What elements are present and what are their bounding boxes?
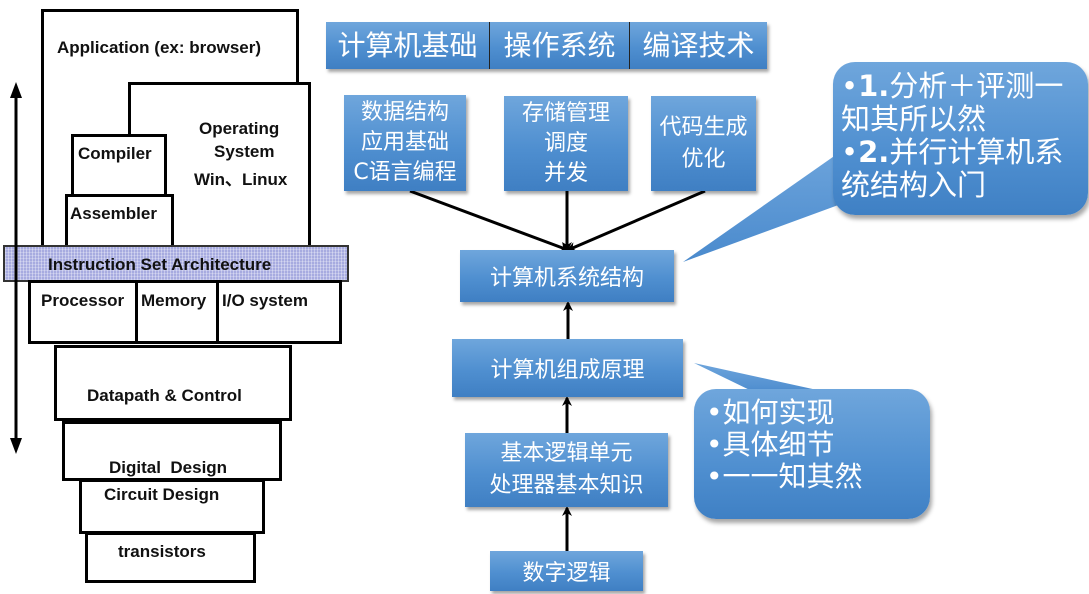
course-box-data-structures: 数据结构 应用基础 C语言编程 <box>344 95 466 191</box>
datapath-box: Datapath & Control <box>54 345 292 421</box>
course-box-storage: 存储管理 调度 并发 <box>504 96 628 191</box>
top-course-bar: 计算机基础 操作系统 编译技术 <box>326 22 767 69</box>
logic-line: 处理器基本知识 <box>489 473 644 498</box>
callout-line: •1.分析＋评测一 <box>841 70 1088 103</box>
callout-line: 统结构入门 <box>841 169 1088 202</box>
application-label: Application (ex: browser) <box>57 38 262 57</box>
course-line: 存储管理 <box>521 100 610 126</box>
callout-line: •2.并行计算机系 <box>841 136 1088 169</box>
abstraction-double-arrow <box>10 82 22 454</box>
digital-design-label: Digital Design <box>109 458 228 477</box>
os-label-2: System <box>214 142 275 161</box>
arrow-compiler-to-architecture <box>566 189 706 252</box>
compiler-label: Compiler <box>78 144 152 163</box>
circuit-design-box: Circuit Design <box>79 479 265 534</box>
arrow-ds-to-architecture <box>409 189 570 252</box>
item-number: 2. <box>858 135 890 169</box>
logic-units-box: 基本逻辑单元 处理器基本知识 <box>465 433 668 507</box>
course-line: 并发 <box>543 160 588 186</box>
os-label-1: Operating <box>199 119 280 138</box>
digital-logic-box: 数字逻辑 <box>490 551 643 591</box>
io-system-label: I/O system <box>222 291 308 310</box>
callout-line: •具体细节 <box>706 428 835 461</box>
isa-bar: Instruction Set Architecture <box>3 245 349 282</box>
transistors-box: transistors <box>85 532 256 583</box>
course-line: C语言编程 <box>353 160 457 185</box>
os-label-3: Win、Linux <box>194 170 288 189</box>
top-bar-item-computer-basics: 计算机基础 <box>326 22 490 69</box>
datapath-label: Datapath & Control <box>87 386 242 405</box>
top-bar-item-operating-systems: 操作系统 <box>490 22 630 69</box>
course-box-codegen: 代码生成 优化 <box>651 96 756 191</box>
top-bar-item-compilers: 编译技术 <box>642 29 755 62</box>
callout-line: 知其所以然 <box>841 103 1088 136</box>
callout-text: 分析＋评测一 <box>889 69 1064 103</box>
course-line: 代码生成 <box>659 114 748 140</box>
callout-text: 知其所以然 <box>841 102 987 136</box>
callout-line: •如何实现 <box>706 396 835 429</box>
assembler-label: Assembler <box>70 204 157 223</box>
upper-callout: •1.分析＋评测一 知其所以然 •2.并行计算机系 统结构入门 <box>833 62 1088 215</box>
processor-box: Processor <box>28 280 138 344</box>
bullet: • <box>841 69 859 103</box>
course-line: 应用基础 <box>360 130 449 155</box>
callout-text: 并行计算机系 <box>889 135 1064 169</box>
assembler-box: Assembler <box>65 194 174 254</box>
lower-callout: •如何实现 •具体细节 •一一知其然 <box>694 389 930 519</box>
circuit-design-label: Circuit Design <box>104 485 220 504</box>
lower-callout-tail <box>694 363 840 395</box>
transistors-label: transistors <box>118 542 206 561</box>
course-line: 优化 <box>681 146 726 172</box>
upper-callout-tail <box>683 145 852 262</box>
organization-box: 计算机组成原理 <box>452 339 683 397</box>
logic-line: 基本逻辑单元 <box>500 441 633 466</box>
processor-label: Processor <box>41 291 125 310</box>
io-system-box: I/O system <box>216 280 342 344</box>
callout-text: 统结构入门 <box>841 168 987 202</box>
isa-label: Instruction Set Architecture <box>48 255 272 274</box>
memory-label: Memory <box>141 291 207 310</box>
course-line: 数据结构 <box>360 100 449 125</box>
architecture-box: 计算机系统结构 <box>460 250 674 302</box>
item-number: 1. <box>858 69 890 103</box>
bullet: • <box>841 135 859 169</box>
course-line: 调度 <box>543 130 588 156</box>
callout-line: •一一知其然 <box>706 460 863 493</box>
